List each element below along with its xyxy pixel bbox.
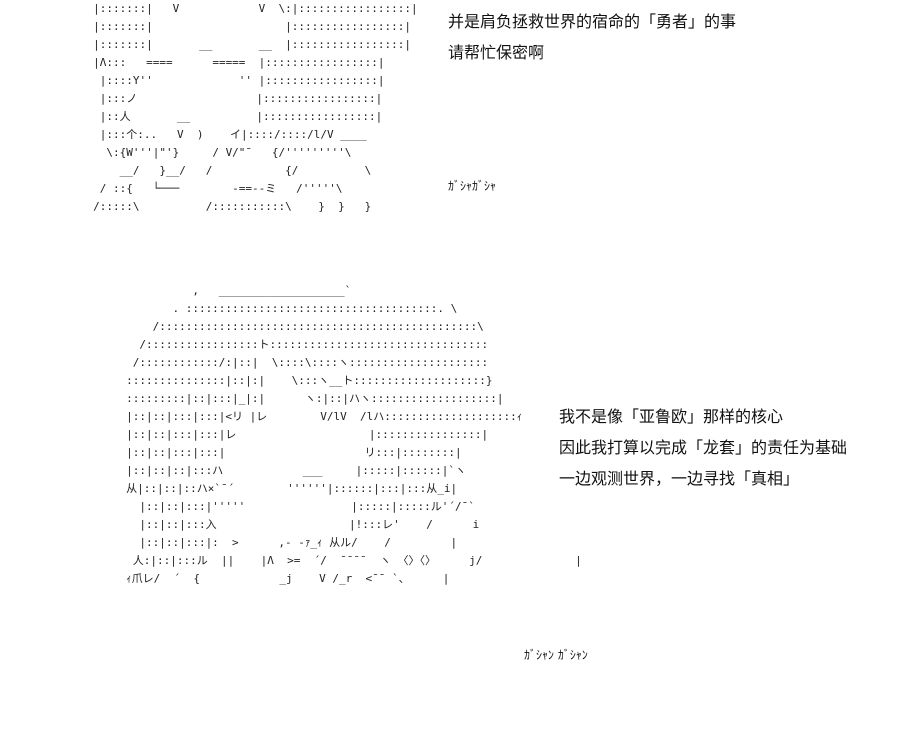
dialogue-top: 并是肩负拯救世界的宿命的「勇者」的事 请帮忙保密啊: [448, 6, 736, 68]
dialogue-line: 并是肩负拯救世界的宿命的「勇者」的事: [448, 12, 737, 31]
dialogue-line: 一边观测世界，一边寻找「真相」: [559, 469, 800, 488]
sound-effect-top: ｶﾞｼｬｶﾞｼｬ: [448, 179, 497, 193]
ascii-art-character-bottom: , ___________________` . :::::::::::::::…: [126, 284, 582, 585]
dialogue-line: 请帮忙保密啊: [448, 43, 545, 62]
ascii-art-character-top: |:::::::| V V \:|:::::::::::::::::| |:::…: [93, 2, 418, 213]
dialogue-bottom: 我不是像「亚鲁欧」那样的核心 因此我打算以完成「龙套」的责任为基础 一边观测世界…: [559, 401, 847, 494]
dialogue-line: 我不是像「亚鲁欧」那样的核心: [559, 407, 784, 426]
dialogue-line: 因此我打算以完成「龙套」的责任为基础: [559, 438, 848, 457]
sound-effect-bottom: ｶﾞｼｬﾝ ｶﾞｼｬﾝ: [524, 648, 588, 662]
